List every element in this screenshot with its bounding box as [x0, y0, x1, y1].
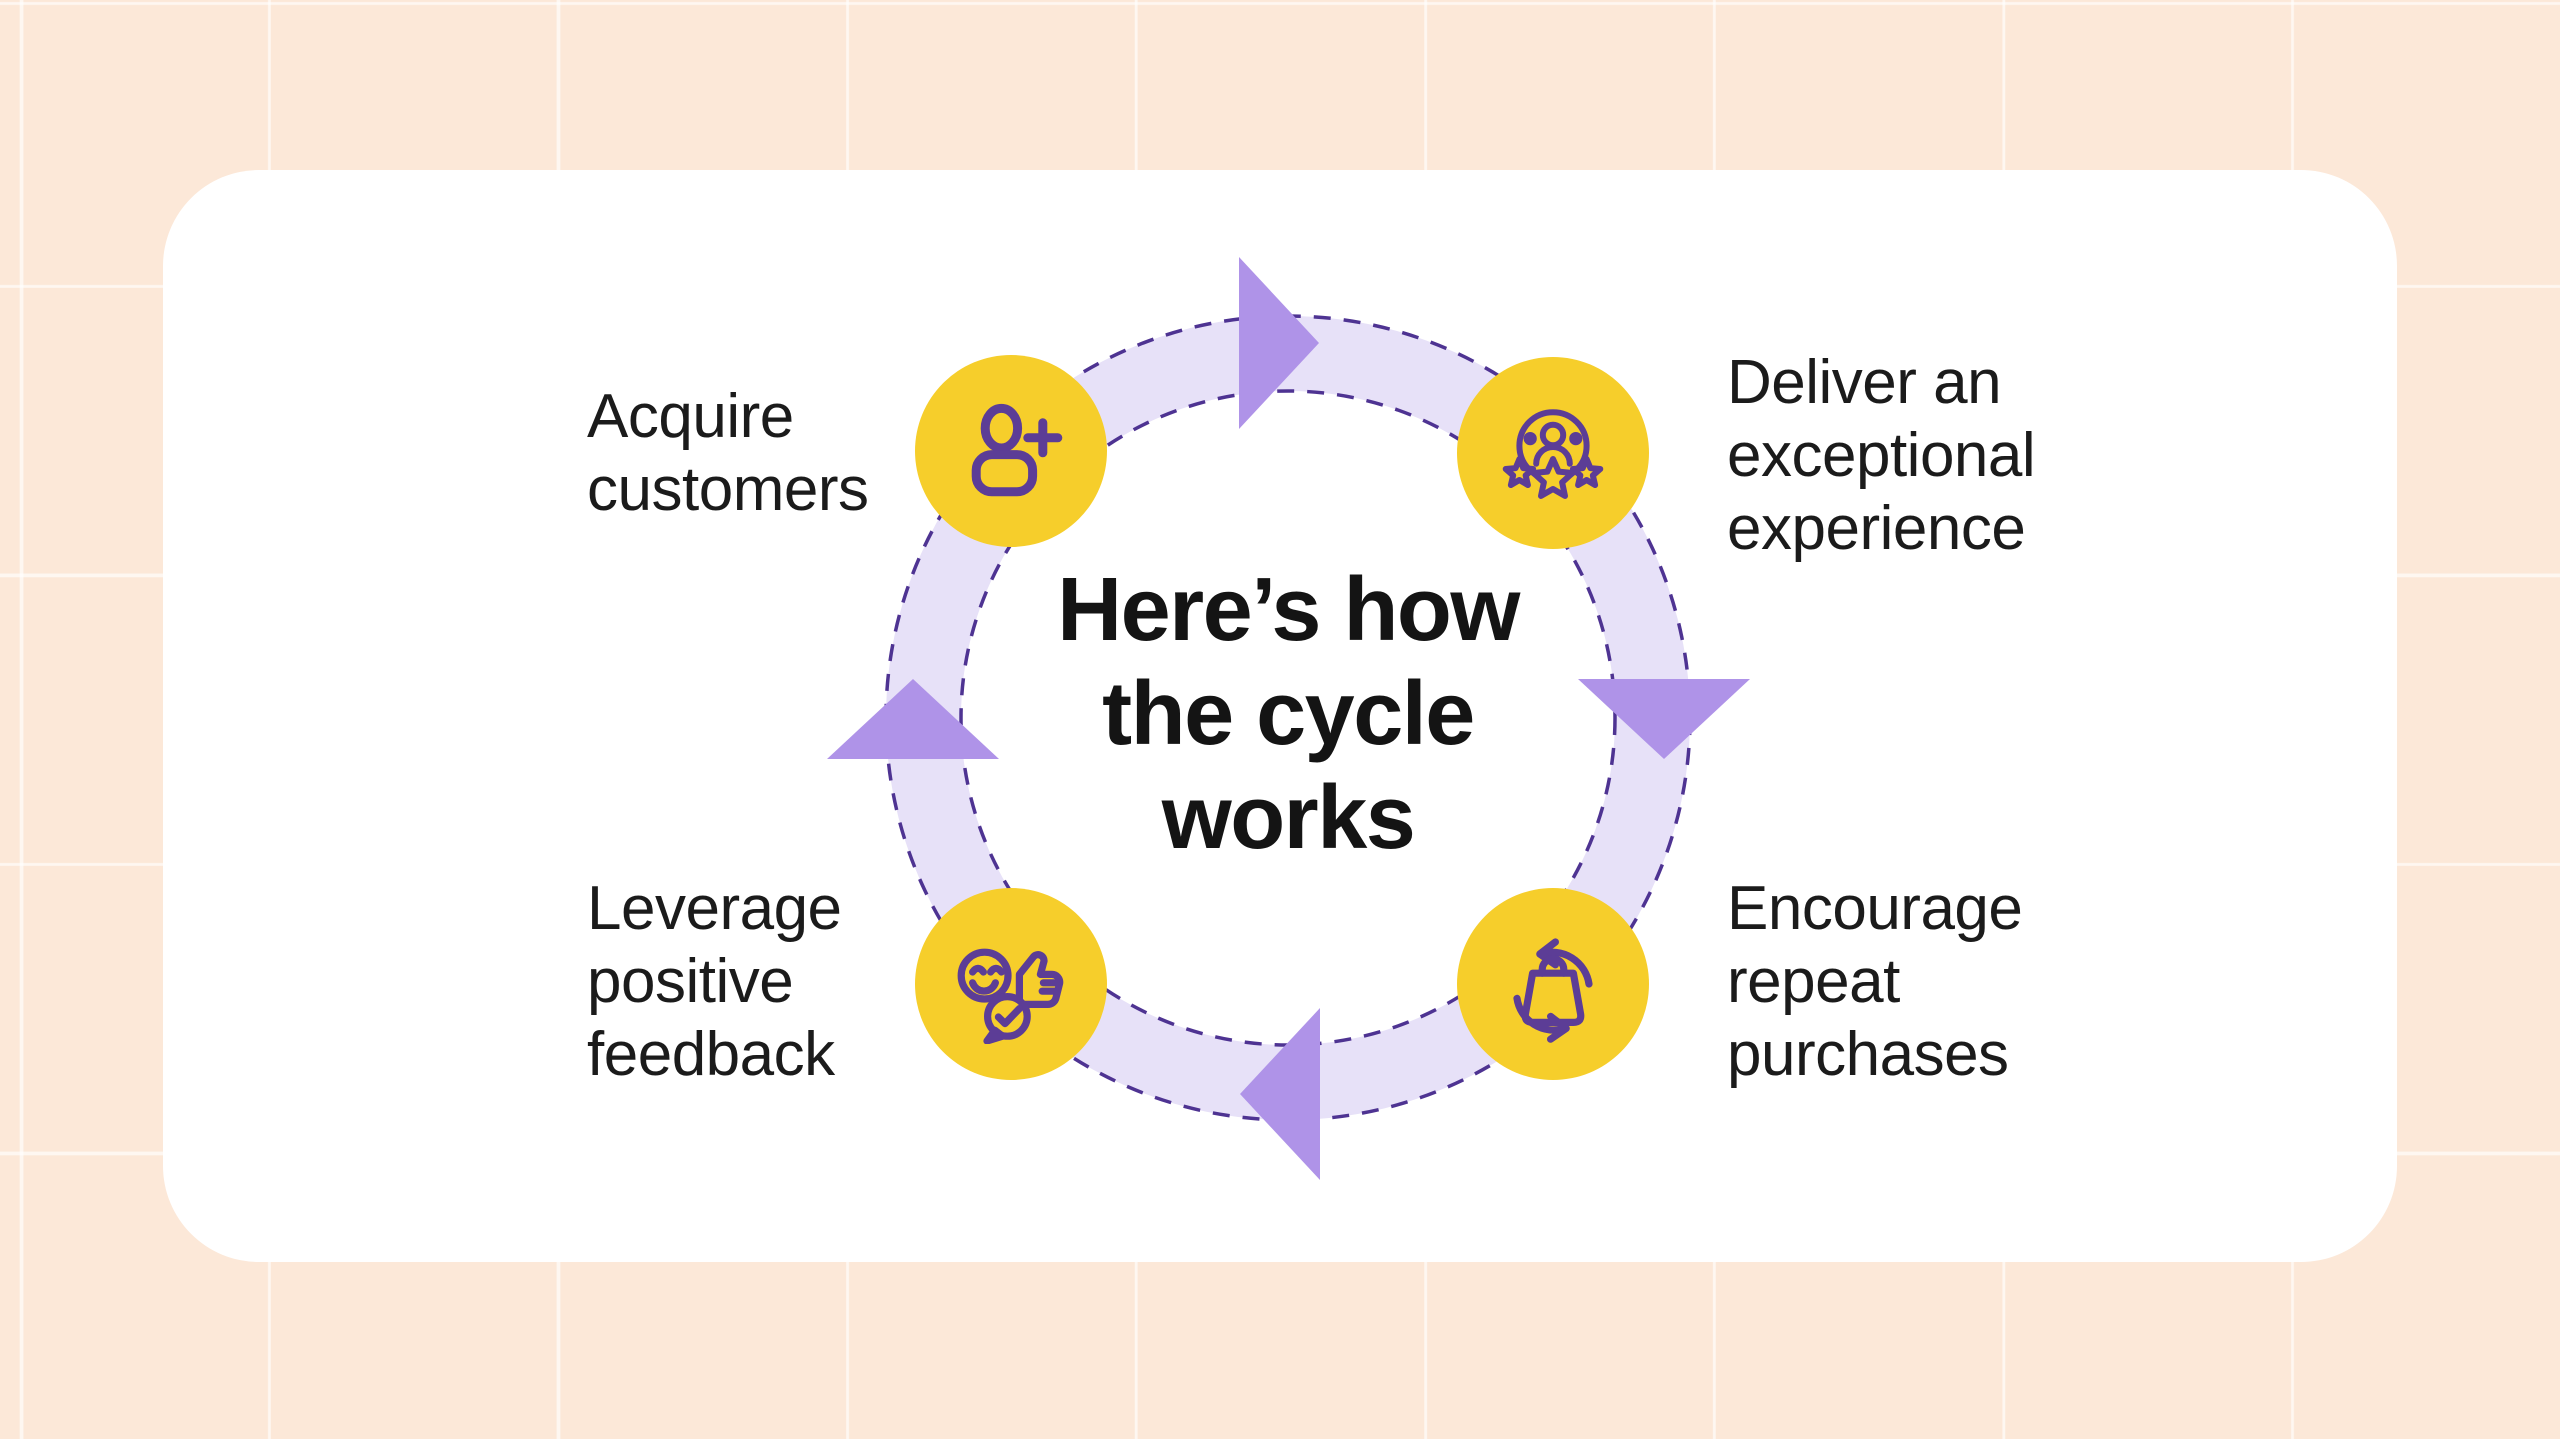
step-node-positive-feedback: [915, 888, 1107, 1080]
cycle-title: Here’s how the cycle works: [1057, 560, 1520, 868]
repeat-purchase-icon: [1513, 938, 1593, 1043]
customer-experience-stars-icon: [1502, 409, 1604, 499]
person-plus-icon: [971, 403, 1063, 497]
cycle-arrow-top-icon: [1239, 257, 1319, 429]
step-label-acquire-customers: Acquire customers: [587, 382, 869, 524]
cycle-arrow-left-icon: [827, 679, 999, 759]
step-label-deliver-experience: Deliver an exceptional experience: [1727, 348, 2036, 563]
step-node-repeat-purchases: [1457, 888, 1649, 1080]
step-node-deliver-experience: [1457, 357, 1649, 549]
thumbs-up-feedback-icon: [957, 948, 1064, 1044]
step-node-acquire-customers: [915, 355, 1107, 547]
step-label-positive-feedback: Leverage positive feedback: [587, 874, 842, 1089]
cycle-arrow-bottom-icon: [1240, 1008, 1320, 1180]
cycle-arrow-right-icon: [1578, 679, 1750, 759]
step-label-repeat-purchases: Encourage repeat purchases: [1727, 874, 2023, 1089]
